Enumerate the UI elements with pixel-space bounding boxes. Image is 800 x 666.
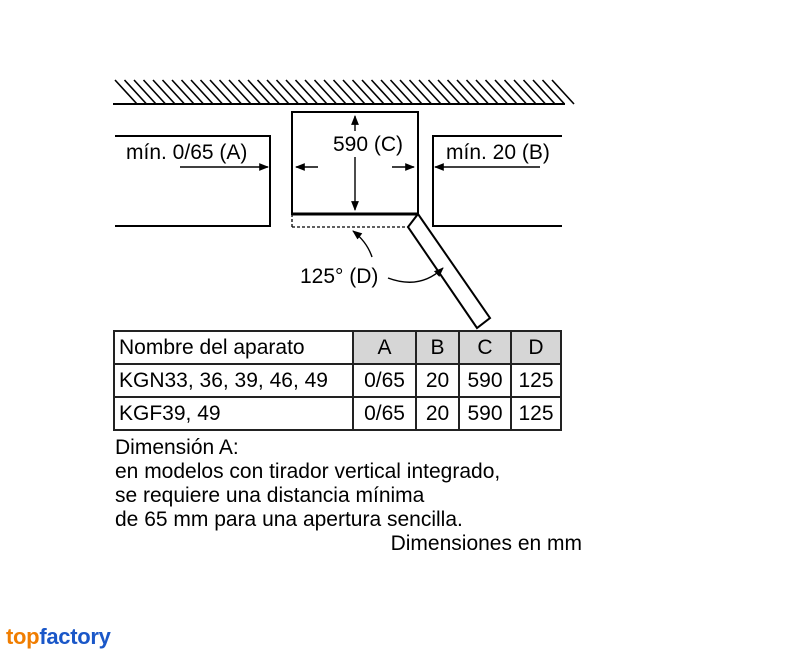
row-1-d: 125 [510,363,562,398]
header-c: C [458,330,512,365]
note-line: Dimensión A: [115,436,239,459]
row-2-d: 125 [510,396,562,431]
header-d: D [510,330,562,365]
header-appliance-name: Nombre del aparato [113,330,354,365]
brand-part-top: top [6,624,40,649]
row-2-a: 0/65 [352,396,417,431]
units-note: Dimensiones en mm [390,532,582,555]
note-line: se requiere una distancia mínima [115,484,425,507]
row-1-c: 590 [458,363,512,398]
note-line: de 65 mm para una apertura sencilla. [115,508,463,531]
arrow-d-left [352,230,373,258]
left-cabinet [115,135,271,227]
open-door [406,212,492,330]
header-b: B [415,330,460,365]
dimensions-table: Nombre del aparato A B C D KGN33, 36, 39… [113,330,562,431]
notes-block: Dimensión A: en modelos con tirador vert… [115,436,585,556]
right-cabinet [432,135,562,227]
row-2-c: 590 [458,396,512,431]
table-header-row: Nombre del aparato A B C D [113,330,562,365]
wall-hatching [114,79,575,105]
header-a: A [352,330,417,365]
table-row: KGN33, 36, 39, 46, 49 0/65 20 590 125 [113,363,562,398]
row-1-b: 20 [415,363,460,398]
row-1-a: 0/65 [352,363,417,398]
arrow-d-right [387,267,444,283]
brand-logo: topfactory [6,624,111,650]
row-2-b: 20 [415,396,460,431]
label-d: 125° (D) [300,265,378,288]
label-c: 590 (C) [333,133,403,156]
label-b: mín. 20 (B) [446,141,550,164]
row-2-name: KGF39, 49 [113,396,354,431]
row-1-name: KGN33, 36, 39, 46, 49 [113,363,354,398]
label-a: mín. 0/65 (A) [126,141,247,164]
note-line: en modelos con tirador vertical integrad… [115,460,501,483]
table-row: KGF39, 49 0/65 20 590 125 [113,396,562,431]
brand-part-factory: factory [39,624,111,649]
